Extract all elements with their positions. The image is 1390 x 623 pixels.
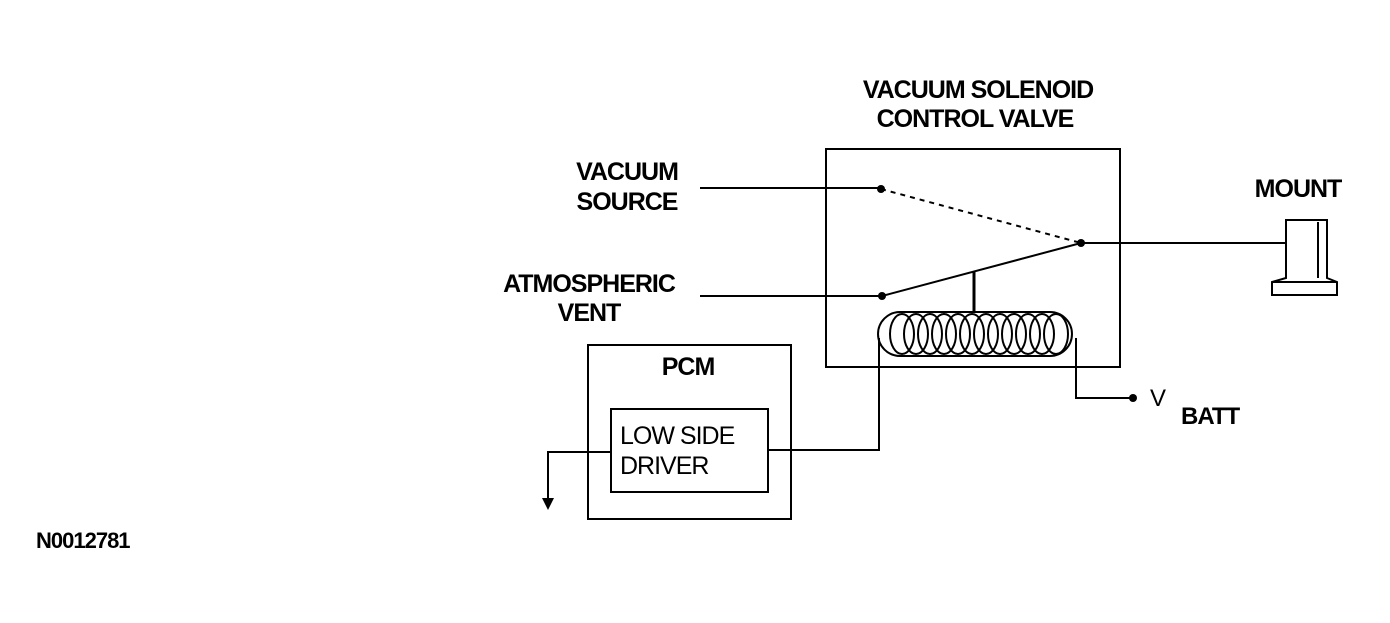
vbatt-terminal-dot bbox=[1129, 394, 1137, 402]
vbatt-wire bbox=[1075, 338, 1133, 399]
mount-symbol bbox=[1271, 219, 1338, 296]
driver-wire bbox=[768, 338, 880, 451]
low-side-driver-box bbox=[610, 408, 769, 493]
valve-title-line2: CONTROL VALVE bbox=[877, 105, 1074, 133]
atmospheric-vent-label-line1: ATMOSPHERIC bbox=[503, 270, 676, 298]
pcm-box bbox=[587, 344, 792, 520]
vbatt-label-v: V bbox=[1150, 385, 1166, 412]
armature-link bbox=[881, 242, 1082, 297]
ground-arrow-icon bbox=[542, 498, 554, 510]
vacuum-source-label-line1: VACUUM bbox=[576, 158, 678, 186]
atmospheric-vent-label-line2: VENT bbox=[558, 299, 621, 327]
figure-id-label: N0012781 bbox=[36, 528, 130, 553]
solenoid-coil bbox=[877, 311, 1073, 357]
pcm-label: PCM bbox=[662, 353, 715, 381]
vbatt-label-batt: BATT bbox=[1181, 403, 1241, 430]
low-side-driver-label-line2: DRIVER bbox=[620, 452, 708, 480]
low-side-driver-label-line1: LOW SIDE bbox=[620, 422, 735, 450]
vacuum-source-label-line2: SOURCE bbox=[577, 188, 678, 216]
vacuum-dashed-path bbox=[880, 188, 1082, 244]
valve-housing-box bbox=[825, 148, 1121, 368]
valve-title-line1: VACUUM SOLENOID bbox=[863, 76, 1093, 104]
ground-wire bbox=[547, 451, 611, 500]
mount-label: MOUNT bbox=[1255, 175, 1342, 203]
